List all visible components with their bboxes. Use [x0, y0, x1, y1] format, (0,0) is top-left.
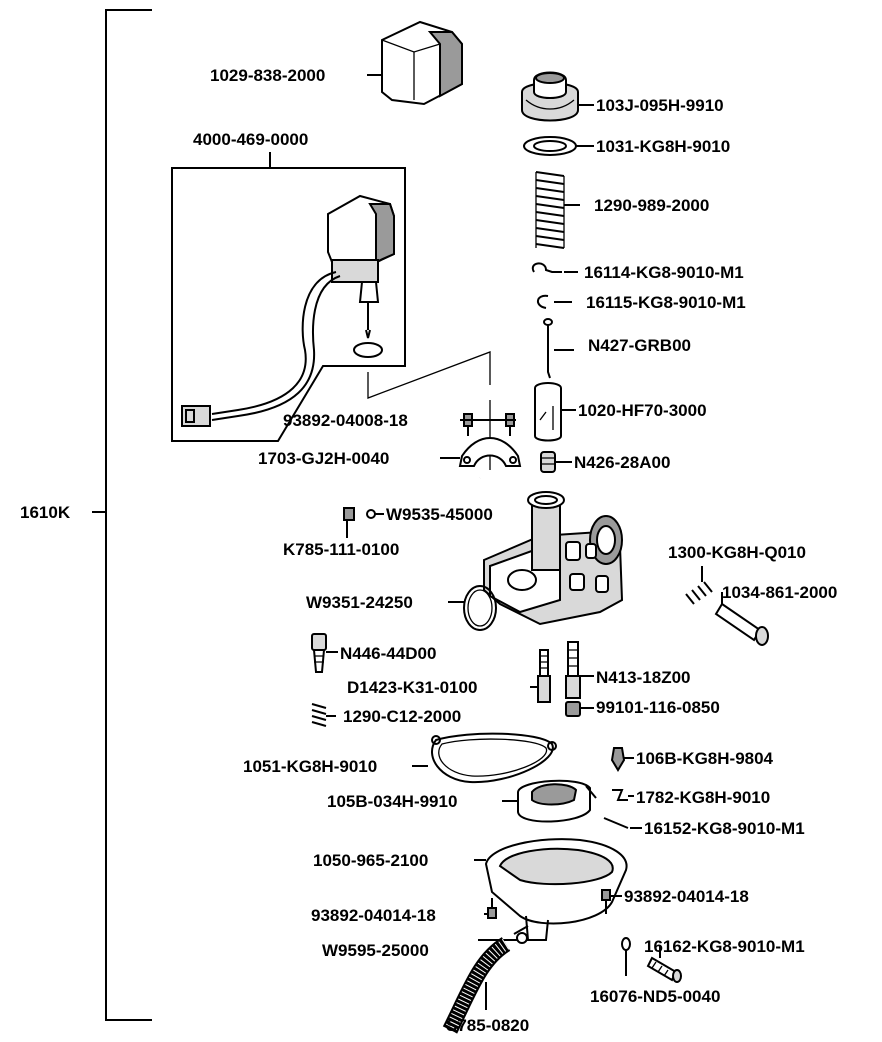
- throttle-slide-drawing: [534, 382, 562, 442]
- air-screw-drawing: [311, 633, 327, 673]
- label-auto-choke: 4000-469-0000: [193, 130, 308, 149]
- label-bowl-screw-left: 93892-04014-18: [311, 906, 436, 925]
- cap-cover-drawing: [381, 20, 463, 106]
- top-cap-drawing: [521, 71, 579, 122]
- label-float-bowl-gasket: 1051-KG8H-9010: [243, 757, 377, 776]
- label-air-screw: N446-44D00: [340, 644, 436, 663]
- float-drawing: [517, 779, 597, 823]
- label-float-bowl: 1050-965-2100: [313, 851, 428, 870]
- throttle-spring-drawing: [535, 171, 565, 249]
- drain-hose-drawing: [442, 937, 511, 1034]
- label-air-screw-spring: 1290-C12-2000: [343, 707, 461, 726]
- float-bowl-gasket-drawing: [431, 732, 557, 784]
- needle-jet-drawing: [565, 641, 581, 699]
- label-o-ring: W9351-24250: [306, 593, 413, 612]
- label-float-valve: 106B-KG8H-9804: [636, 749, 774, 768]
- vent-hose-drawing: [323, 475, 481, 521]
- air-screw-spring-drawing: [311, 703, 327, 727]
- label-top-cap: 103J-095H-9910: [596, 96, 724, 115]
- label-choke-screws: 93892-04008-18: [283, 411, 408, 430]
- label-float-pin: 16152-KG8-9010-M1: [644, 819, 805, 838]
- label-throttle-slide: 1020-HF70-3000: [578, 401, 707, 420]
- label-hose-clip: W9535-45000: [386, 505, 493, 524]
- label-needle-jet: N413-18Z00: [596, 668, 691, 687]
- drain-screw-drawing: [646, 956, 682, 983]
- label-drain-screw-o-ring: 16076-ND5-0040: [590, 987, 720, 1006]
- label-drain-screw: 16162-KG8-9010-M1: [644, 937, 805, 956]
- float-bowl-drawing: [484, 838, 628, 941]
- label-slow-jet: D1423-K31-0100: [347, 678, 477, 697]
- slow-jet-drawing: [537, 649, 551, 703]
- label-float-valve-clip: 1782-KG8H-9010: [636, 788, 770, 807]
- label-float: 105B-034H-9910: [327, 792, 457, 811]
- label-jet-needle: N427-GRB00: [588, 336, 691, 355]
- drain-screw-o-ring-drawing: [621, 937, 631, 951]
- label-vent-hose: K785-111-0100: [283, 540, 399, 559]
- label-needle-e-clip: 16115-KG8-9010-M1: [586, 293, 746, 312]
- needle-e-clip-drawing: [537, 294, 549, 309]
- label-drain-hose-clip: W9595-25000: [322, 941, 429, 960]
- label-bowl-screw-right: 93892-04014-18: [624, 887, 749, 906]
- label-throttle-spring: 1290-989-2000: [594, 196, 709, 215]
- label-idle-adjust-screw: 1034-861-2000: [722, 583, 837, 602]
- label-idle-adjust-spring: 1300-KG8H-Q010: [668, 543, 806, 562]
- needle-jet-holder-drawing: [540, 451, 556, 473]
- carburetor-body-drawing: [483, 491, 624, 626]
- float-valve-clip-drawing: [612, 789, 628, 801]
- float-valve-drawing: [610, 747, 626, 772]
- label-cap-cover: 1029-838-2000: [210, 66, 325, 85]
- auto-choke-assembly-drawing: [171, 167, 406, 442]
- label-choke-plate-clamp: 1703-GJ2H-0040: [258, 449, 389, 468]
- assembly-bracket: [92, 9, 152, 1021]
- idle-adjust-spring-drawing: [685, 581, 713, 605]
- drain-hose-clip-drawing: [516, 932, 528, 944]
- hose-clip-drawing: [366, 509, 376, 519]
- label-needle-clip-retainer: 16114-KG8-9010-M1: [584, 263, 744, 282]
- label-top-gasket: 1031-KG8H-9010: [596, 137, 730, 156]
- main-jet-drawing: [565, 701, 581, 717]
- idle-adjust-screw-drawing: [714, 602, 769, 646]
- assembly-number-label: 1610K: [20, 503, 71, 522]
- float-pin-drawing: [603, 817, 629, 829]
- label-main-jet: 99101-116-0850: [596, 698, 720, 717]
- bowl-screw-left-drawing: [487, 898, 497, 919]
- label-drain-hose: S785-0820: [446, 1016, 529, 1035]
- choke-screws-drawing: [463, 413, 515, 436]
- needle-clip-retainer-drawing: [531, 262, 562, 273]
- choke-plate-clamp-drawing: [458, 436, 522, 467]
- top-gasket-drawing: [523, 136, 577, 156]
- label-needle-jet-holder: N426-28A00: [574, 453, 670, 472]
- jet-needle-drawing: [543, 318, 553, 379]
- o-ring-drawing: [463, 585, 497, 631]
